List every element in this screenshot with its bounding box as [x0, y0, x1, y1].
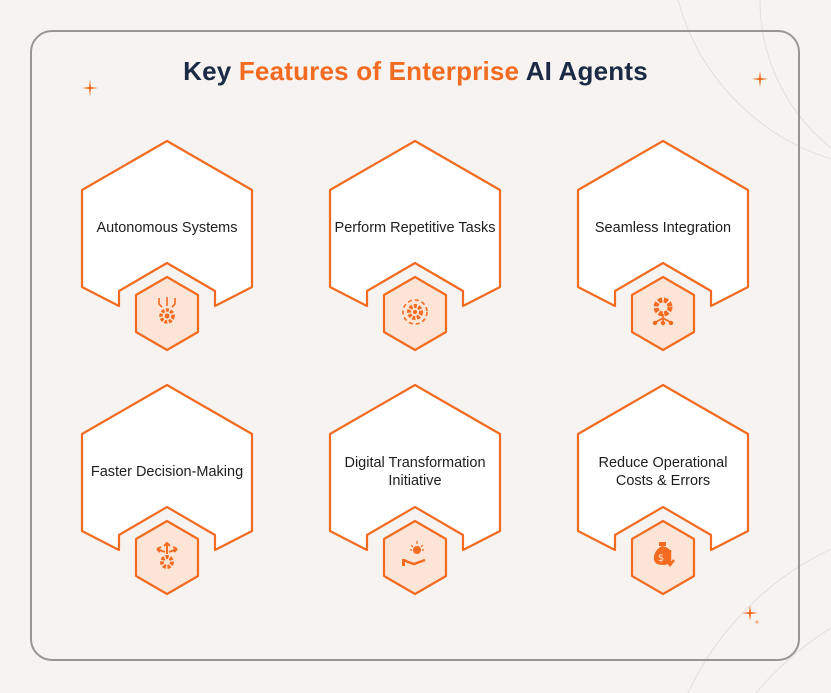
feature-card: Faster Decision-Making — [79, 383, 255, 598]
feature-card: Perform Repetitive Tasks — [327, 139, 503, 354]
content-frame — [30, 30, 800, 661]
feature-label: Digital Transformation Initiative — [344, 455, 486, 489]
icon-hexagon — [630, 275, 696, 352]
card-shape — [328, 139, 502, 352]
sparkle-icon — [82, 80, 98, 96]
sparkle-icon — [752, 71, 768, 87]
feature-card: Digital Transformation Initiative — [327, 383, 503, 598]
svg-text:$: $ — [658, 553, 664, 564]
title-part-3: AI Agents — [525, 56, 648, 86]
feature-label: Perform Repetitive Tasks — [334, 220, 496, 236]
cycle-gear-icon — [402, 299, 428, 325]
card-shape — [80, 383, 254, 596]
money-bag-down-icon: $ — [653, 542, 675, 568]
feature-label: Reduce Operational Costs & Errors — [598, 455, 728, 489]
circuit-gear-icon — [158, 297, 176, 324]
gear-arrows-icon — [156, 541, 178, 569]
feature-label: Faster Decision-Making — [90, 464, 244, 480]
feature-card: Seamless Integration — [575, 139, 751, 354]
feature-label: Seamless Integration — [594, 220, 732, 236]
sparkle-icon — [754, 619, 760, 625]
sparkle-icon — [742, 605, 758, 621]
hand-lightbulb-icon — [402, 541, 426, 566]
card-shape — [328, 383, 502, 596]
title-part-1: Key — [183, 56, 232, 86]
card-shape — [576, 139, 750, 352]
title-highlight: Features of Enterprise — [238, 56, 520, 86]
gear-network-icon — [652, 297, 674, 326]
feature-card: Reduce Operational Costs & Errors $ — [575, 383, 751, 598]
feature-label: Autonomous Systems — [96, 220, 238, 236]
feature-card: Autonomous Systems — [79, 139, 255, 354]
icon-hexagon — [382, 519, 448, 596]
page-title: Key Features of Enterprise AI Agents — [0, 56, 831, 87]
